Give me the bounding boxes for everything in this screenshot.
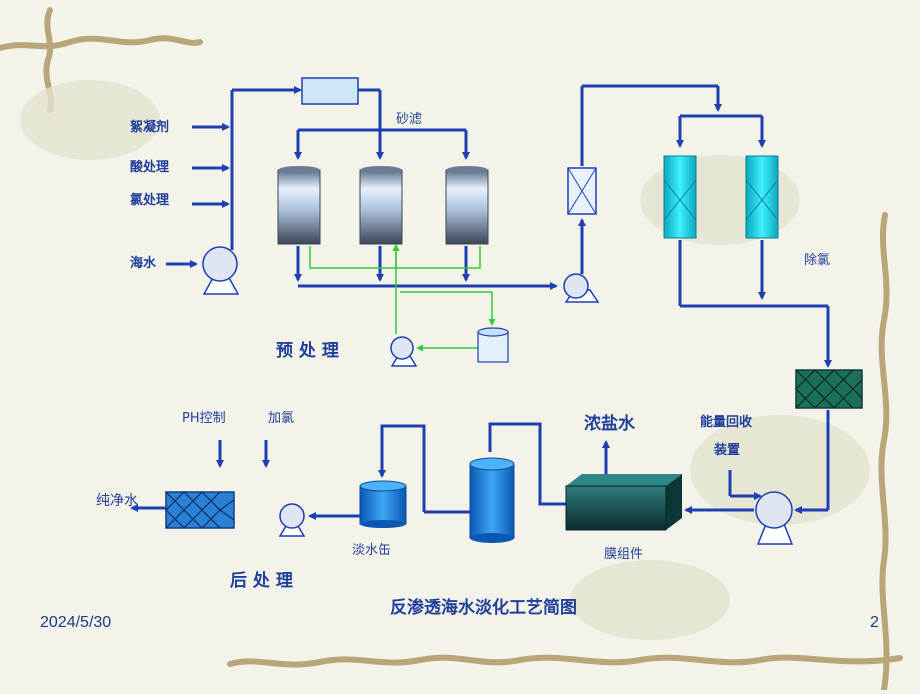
fresh-water-tank-label: 淡水缶 bbox=[352, 543, 392, 558]
sand-filter-1 bbox=[277, 166, 321, 245]
backwash-tank bbox=[477, 327, 509, 363]
security-filter-box bbox=[795, 369, 863, 409]
pure-water-label: 纯净水 bbox=[96, 493, 138, 509]
chlorine-treatment-label: 氯处理 bbox=[130, 193, 170, 208]
ph-control-label: PH控制 bbox=[182, 411, 226, 426]
acid-treatment-label: 酸处理 bbox=[130, 160, 170, 175]
dechlorination-label: 除氯 bbox=[804, 253, 831, 268]
dechlorination-filter-2 bbox=[745, 155, 779, 239]
membrane-module-label: 膜组件 bbox=[604, 547, 644, 562]
slide-title: 反渗透海水淡化工艺简图 bbox=[390, 598, 577, 618]
pretreatment-pipes bbox=[166, 84, 832, 514]
mixer-unit bbox=[301, 77, 359, 105]
backwash-lines bbox=[309, 244, 496, 352]
high-pressure-pump bbox=[755, 491, 794, 545]
sand-filter-3 bbox=[445, 166, 489, 245]
brine-label: 浓盐水 bbox=[584, 414, 635, 434]
membrane-pipes bbox=[130, 422, 762, 520]
vine-decoration bbox=[0, 7, 903, 693]
slide-date: 2024/5/30 bbox=[40, 614, 112, 631]
cartridge-filter bbox=[567, 167, 597, 215]
flocculant-label: 絮凝剂 bbox=[130, 120, 170, 135]
seawater-pump bbox=[202, 246, 240, 295]
final-filter bbox=[165, 491, 235, 529]
pretreatment-section-label: 预 处 理 bbox=[276, 341, 339, 361]
sand-filter-label: 砂滤 bbox=[396, 112, 423, 127]
fresh-water-tank bbox=[359, 480, 407, 528]
energy-recovery-device-label: 装置 bbox=[714, 443, 741, 458]
page-number: 2 bbox=[870, 614, 879, 631]
posttreatment-section-label: 后 处 理 bbox=[230, 571, 293, 591]
product-tank bbox=[469, 457, 515, 543]
energy-recovery-label: 能量回收 bbox=[700, 415, 753, 430]
seawater-label: 海水 bbox=[130, 256, 157, 271]
sand-filter-2 bbox=[359, 166, 403, 245]
booster-pump bbox=[563, 273, 600, 303]
product-pump bbox=[278, 503, 306, 537]
dechlorination-filter-1 bbox=[663, 155, 697, 239]
chlorination-label: 加氯 bbox=[268, 411, 295, 426]
membrane-module bbox=[565, 474, 682, 531]
backwash-pump bbox=[390, 336, 418, 367]
